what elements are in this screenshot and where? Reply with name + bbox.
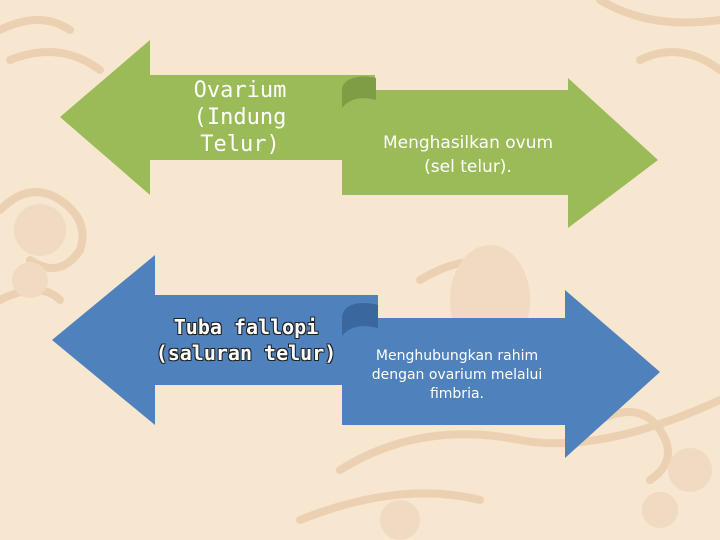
term-arrow-1 bbox=[60, 40, 375, 195]
term-label-ovarium: Ovarium (Indung Telur) bbox=[193, 77, 287, 157]
description-arrow-1 bbox=[342, 78, 658, 228]
description-label-ovarium: Menghasilkan ovum (sel telur). bbox=[382, 133, 554, 177]
description-label-tuba-fallopi: Menghubungkan rahim dengan ovarium melal… bbox=[371, 347, 543, 402]
term-label-tuba-fallopi: Tuba fallopi (saluran telur) bbox=[155, 315, 337, 365]
term-arrow-2 bbox=[52, 255, 378, 425]
scroll-fold-2 bbox=[342, 302, 378, 336]
scroll-fold-1 bbox=[342, 76, 376, 108]
description-arrow-2 bbox=[342, 290, 660, 458]
